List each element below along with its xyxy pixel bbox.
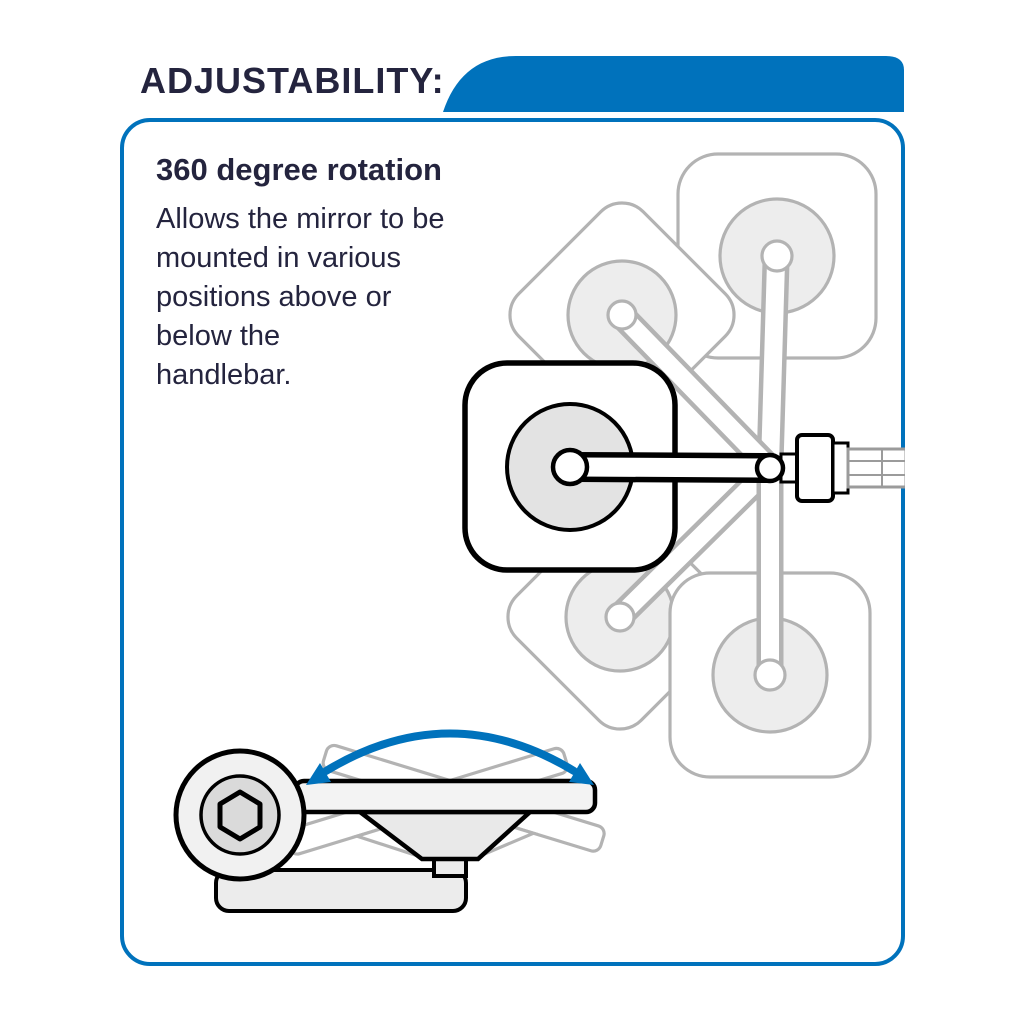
mirror-pivot-hole (550, 447, 590, 487)
header-swoosh-shape (443, 56, 904, 112)
mirror-ghost-bottom-right (668, 458, 872, 779)
tilt-diagram (173, 729, 606, 913)
handlebar-clamp (779, 433, 905, 503)
clamp-body (795, 433, 835, 503)
page-title: ADJUSTABILITY: (140, 60, 445, 101)
header-swoosh (443, 56, 904, 112)
clamp-side-view (173, 748, 307, 882)
section-heading: 360 degree rotation (156, 152, 442, 187)
mirror-edge-view (292, 778, 598, 815)
tilt-arrow-icon (306, 729, 594, 785)
hex-bolt-icon (217, 789, 263, 842)
rotation-diagram (173, 152, 905, 913)
rotation-hub-bolt (754, 452, 786, 484)
clamp-ring (831, 441, 850, 495)
description-line: Allows the mirror to be (156, 203, 445, 235)
description-line: below the (156, 320, 281, 352)
mirror-ghost-top-right (676, 152, 878, 478)
description-line: positions above or (156, 281, 392, 313)
content-card: 360 degree rotation Allows the mirror to… (120, 118, 905, 966)
mirror-solid (462, 360, 786, 573)
description-line: mounted in various (156, 242, 402, 274)
description-line: handlebar. (156, 359, 292, 391)
mirror-ghost-top-diamond (508, 201, 782, 480)
handlebar-end (846, 447, 905, 489)
mount-bracket-arm (214, 868, 468, 913)
section-description: Allows the mirror to be mounted in vario… (156, 200, 516, 395)
